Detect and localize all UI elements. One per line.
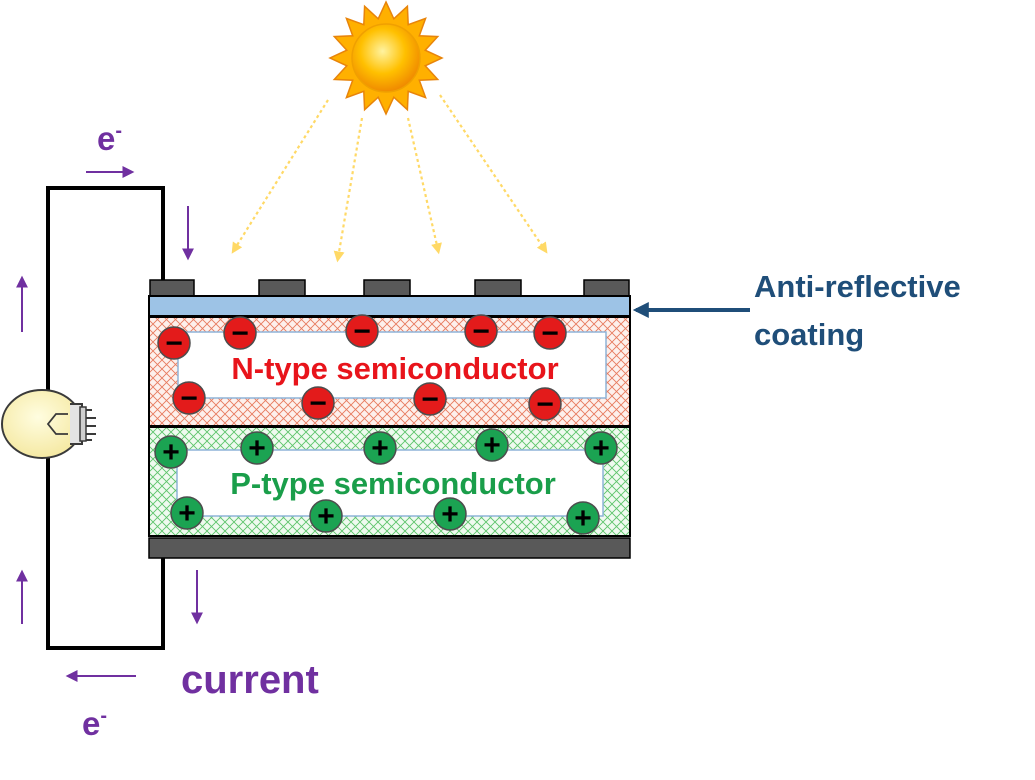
positive-charge-sign: + — [162, 436, 180, 469]
positive-charge: + — [170, 496, 204, 530]
negative-charge-circle — [528, 387, 562, 421]
positive-charge-sign: + — [248, 432, 266, 465]
bottom-contact — [148, 537, 631, 559]
negative-charge-sign: − — [541, 317, 559, 350]
negative-charge-circle — [223, 316, 257, 350]
negative-charge: − — [223, 316, 257, 350]
negative-charge: − — [533, 316, 567, 350]
electron-label-top: e- — [97, 120, 122, 157]
coating-label-line2: coating — [754, 317, 864, 352]
negative-charge: − — [528, 387, 562, 421]
current-arrows — [16, 166, 203, 682]
negative-charge-sign: − — [472, 315, 490, 348]
positive-charge: + — [309, 499, 343, 533]
positive-charge-sign: + — [317, 500, 335, 533]
negative-charge-sign: − — [309, 387, 327, 420]
light-bulb-icon — [1, 389, 96, 459]
positive-charge-circle — [584, 431, 618, 465]
negative-charge-sign: − — [421, 383, 439, 416]
negative-charge: − — [413, 382, 447, 416]
positive-charge: + — [433, 497, 467, 531]
sun-ray — [231, 99, 329, 254]
positive-charge: + — [475, 428, 509, 462]
negative-charge: − — [345, 314, 379, 348]
n-type-label: N-type semiconductor — [231, 351, 558, 386]
metal-contact — [474, 279, 522, 297]
positive-charge-sign: + — [371, 432, 389, 465]
negative-charge-circle — [301, 386, 335, 420]
negative-charges: −−−−−−−−− — [157, 314, 567, 421]
positive-charge-circle — [240, 431, 274, 465]
sun-icon — [328, 0, 444, 116]
positive-charge-sign: + — [178, 497, 196, 530]
negative-charge: − — [464, 314, 498, 348]
positive-charge: + — [363, 431, 397, 465]
positive-charge: + — [566, 501, 600, 535]
sun-ray — [333, 117, 364, 263]
negative-charge-sign: − — [165, 327, 183, 360]
positive-charge-circle — [309, 499, 343, 533]
metal-contact — [258, 279, 306, 297]
negative-charge: − — [172, 381, 206, 415]
negative-charge-circle — [464, 314, 498, 348]
negative-charge-circle — [533, 316, 567, 350]
coating-label-line1: Anti-reflective — [754, 269, 961, 304]
positive-charge-circle — [566, 501, 600, 535]
metal-contact — [583, 279, 630, 297]
positive-charge: + — [154, 435, 188, 469]
positive-charge-circle — [170, 496, 204, 530]
anti-reflective-coating-layer — [148, 295, 631, 317]
negative-charge-circle — [157, 326, 191, 360]
electron-label-bottom: e- — [82, 705, 107, 742]
metal-contact — [363, 279, 411, 297]
negative-charge-sign: − — [353, 315, 371, 348]
positive-charge-sign: + — [483, 429, 501, 462]
negative-charge-circle — [413, 382, 447, 416]
top-contacts — [149, 279, 630, 297]
sunlight-rays — [231, 94, 548, 263]
positive-charge-sign: + — [441, 498, 459, 531]
positive-charge-circle — [475, 428, 509, 462]
negative-charge-sign: − — [180, 382, 198, 415]
positive-charge: + — [584, 431, 618, 465]
negative-charge: − — [157, 326, 191, 360]
positive-charge-circle — [363, 431, 397, 465]
current-label: current — [181, 658, 319, 702]
sun-core — [351, 23, 421, 93]
positive-charge: + — [240, 431, 274, 465]
negative-charge-sign: − — [231, 317, 249, 350]
positive-charge-sign: + — [574, 502, 592, 535]
p-type-label: P-type semiconductor — [230, 466, 556, 501]
positive-charges: + + + + + + + + + — [154, 428, 618, 535]
negative-charge-circle — [345, 314, 379, 348]
positive-charge-circle — [154, 435, 188, 469]
negative-charge: − — [301, 386, 335, 420]
negative-charge-sign: − — [536, 388, 554, 421]
sun-ray — [439, 94, 548, 254]
positive-charge-sign: + — [592, 432, 610, 465]
negative-charge-circle — [172, 381, 206, 415]
positive-charge-circle — [433, 497, 467, 531]
sun-ray — [406, 117, 442, 255]
metal-contact — [149, 279, 195, 297]
